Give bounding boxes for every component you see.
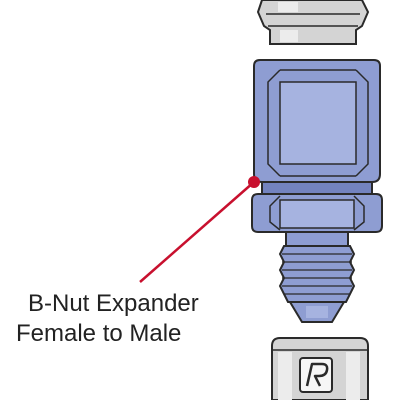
- callout-leader: [139, 176, 260, 283]
- male-threaded-stem: [278, 231, 356, 323]
- male-hex-body: [251, 193, 383, 233]
- connecting-collar: [261, 181, 373, 195]
- callout-label-line2: Female to Male: [16, 320, 181, 347]
- female-hex-nut: [253, 59, 381, 183]
- top-silver-sleeve: [256, 0, 370, 45]
- R-logo-icon: [299, 357, 333, 393]
- bottom-silver-hose-end: [271, 337, 369, 400]
- callout-label-line1: B-Nut Expander: [28, 290, 199, 317]
